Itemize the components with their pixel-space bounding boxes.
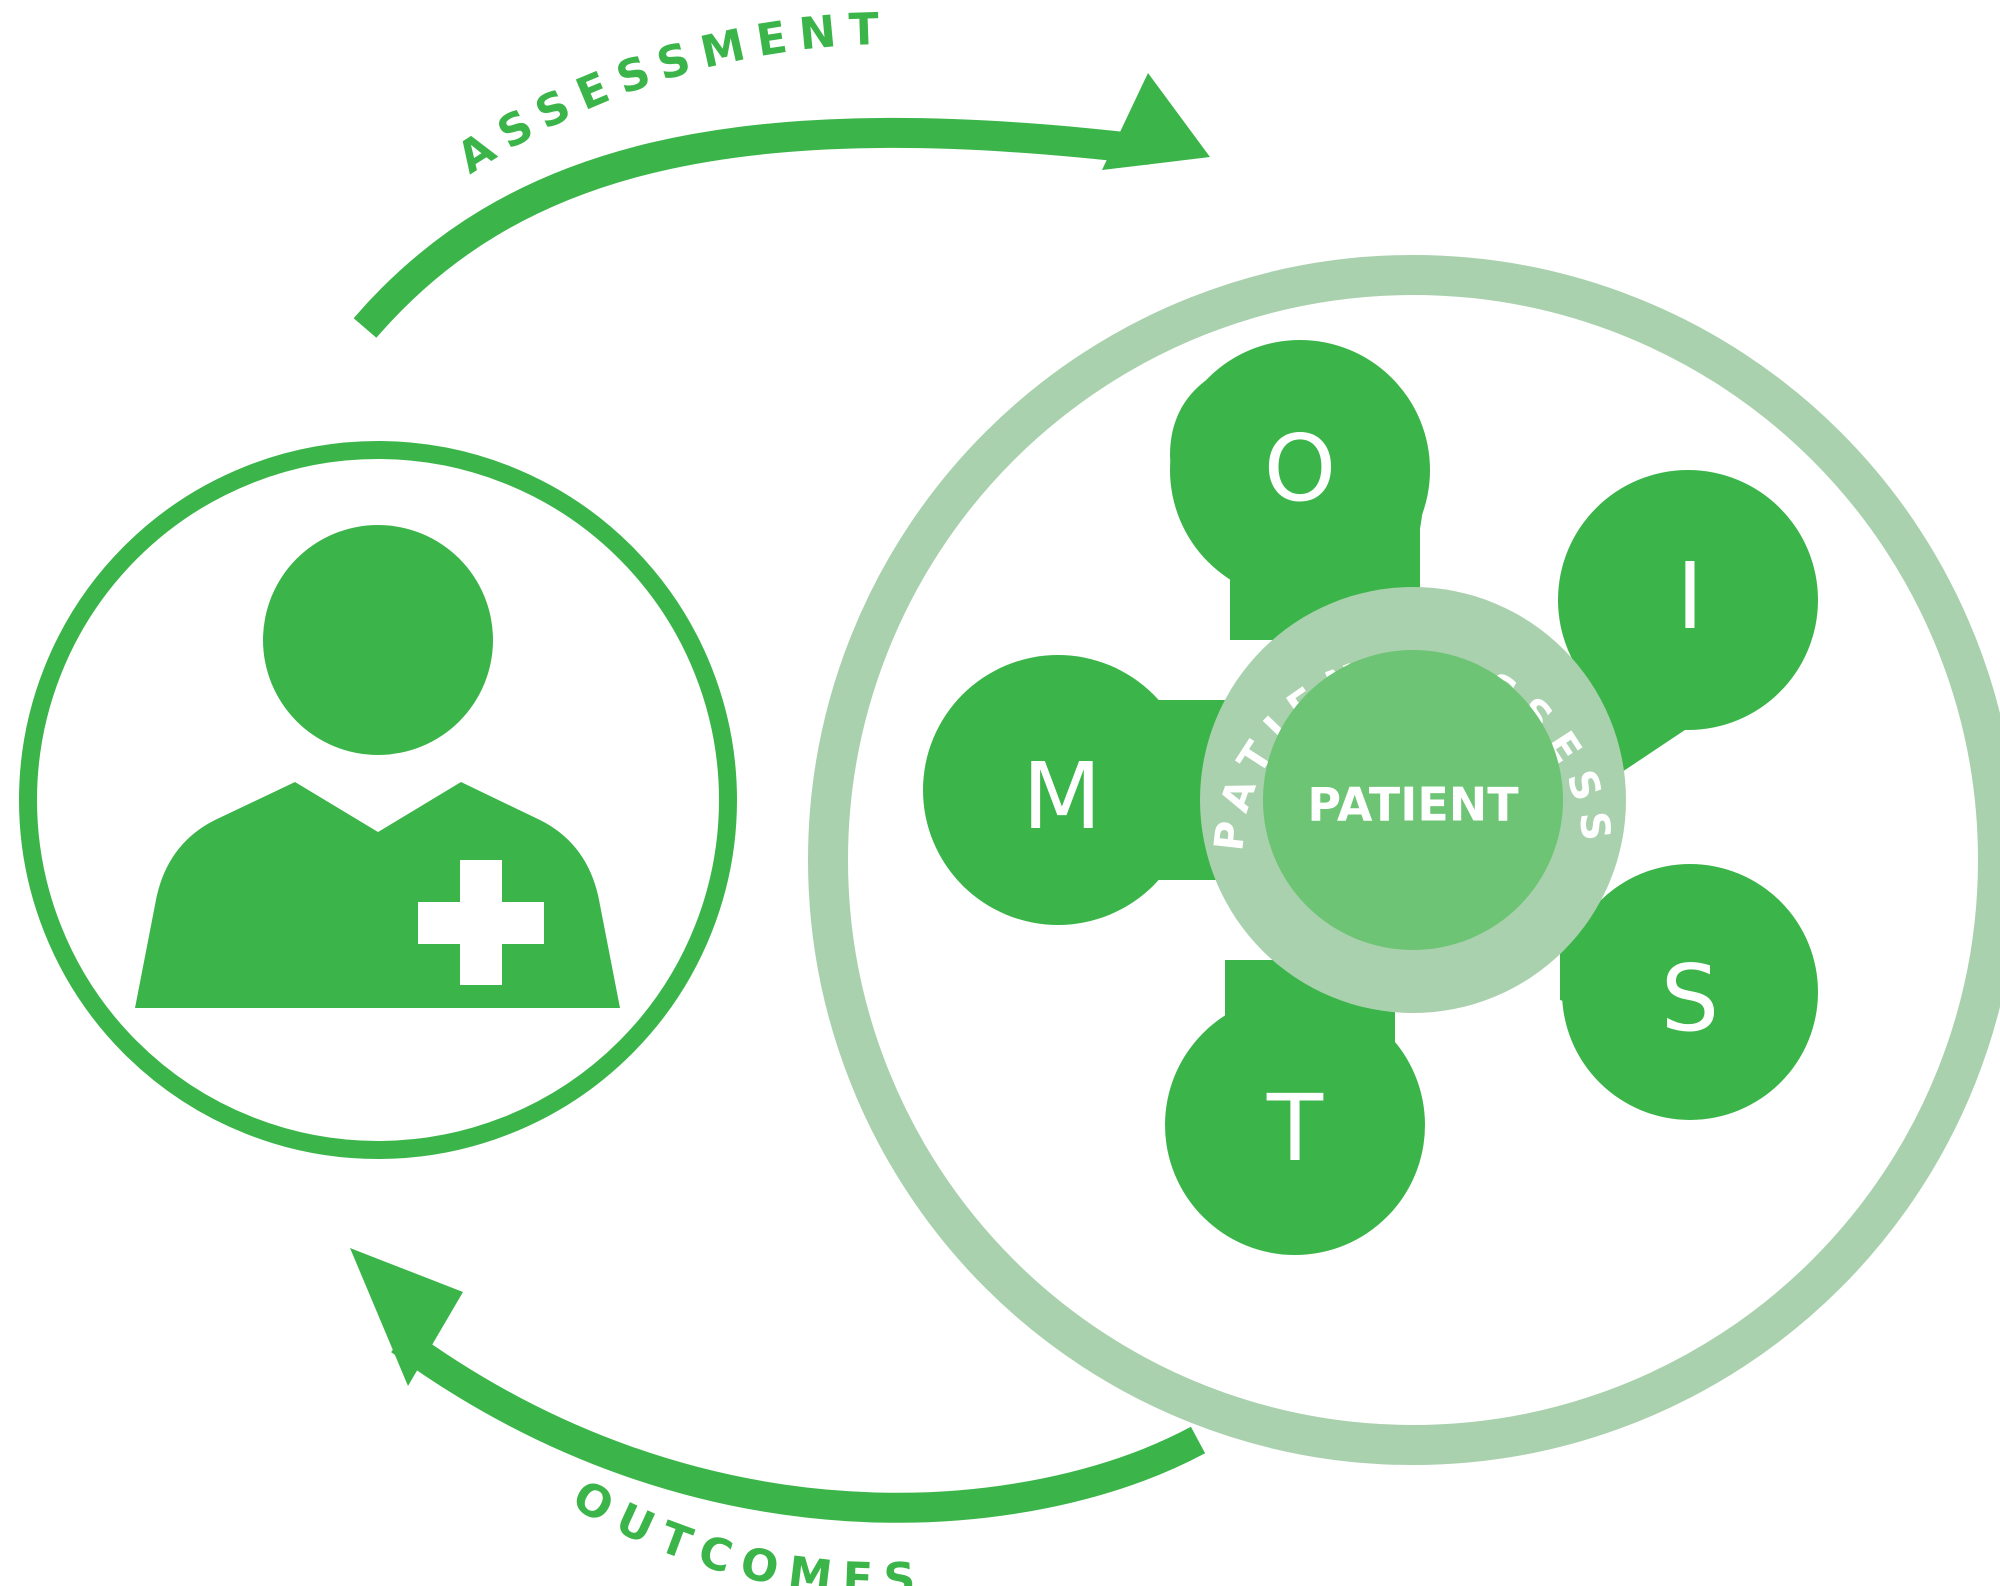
- petal-s: S: [1560, 864, 1818, 1120]
- therapy-flower: O I S T M: [923, 340, 1818, 1255]
- assessment-arrow-shaft: [353, 117, 1152, 338]
- clinician-badge: [19, 441, 737, 1159]
- petal-m: M: [923, 655, 1248, 925]
- petal-t-letter: T: [1266, 1075, 1324, 1182]
- clinician-body: [135, 782, 620, 1008]
- outcomes-arrow-shaft: [391, 1327, 1206, 1523]
- supporting-therapies-ring: [808, 255, 2000, 1465]
- petal-o-letter: O: [1264, 415, 1336, 522]
- clinician-circle: [19, 441, 737, 1159]
- petal-i-letter: I: [1676, 543, 1703, 650]
- assessment-arrow: [353, 73, 1210, 338]
- outcomes-arrow: [350, 1248, 1206, 1523]
- petal-o: O: [1170, 340, 1430, 640]
- clinician-head: [263, 525, 493, 755]
- outcomes-arrowhead: [350, 1248, 463, 1386]
- plus-icon: [418, 860, 544, 985]
- assessment-arrowhead: [1102, 73, 1210, 170]
- patient-core: [1263, 650, 1563, 950]
- petal-s-letter: S: [1661, 945, 1719, 1052]
- clinician-icon: [135, 525, 620, 1008]
- patient-label: PATIENT: [1307, 778, 1519, 832]
- petal-m-letter: M: [1022, 743, 1101, 850]
